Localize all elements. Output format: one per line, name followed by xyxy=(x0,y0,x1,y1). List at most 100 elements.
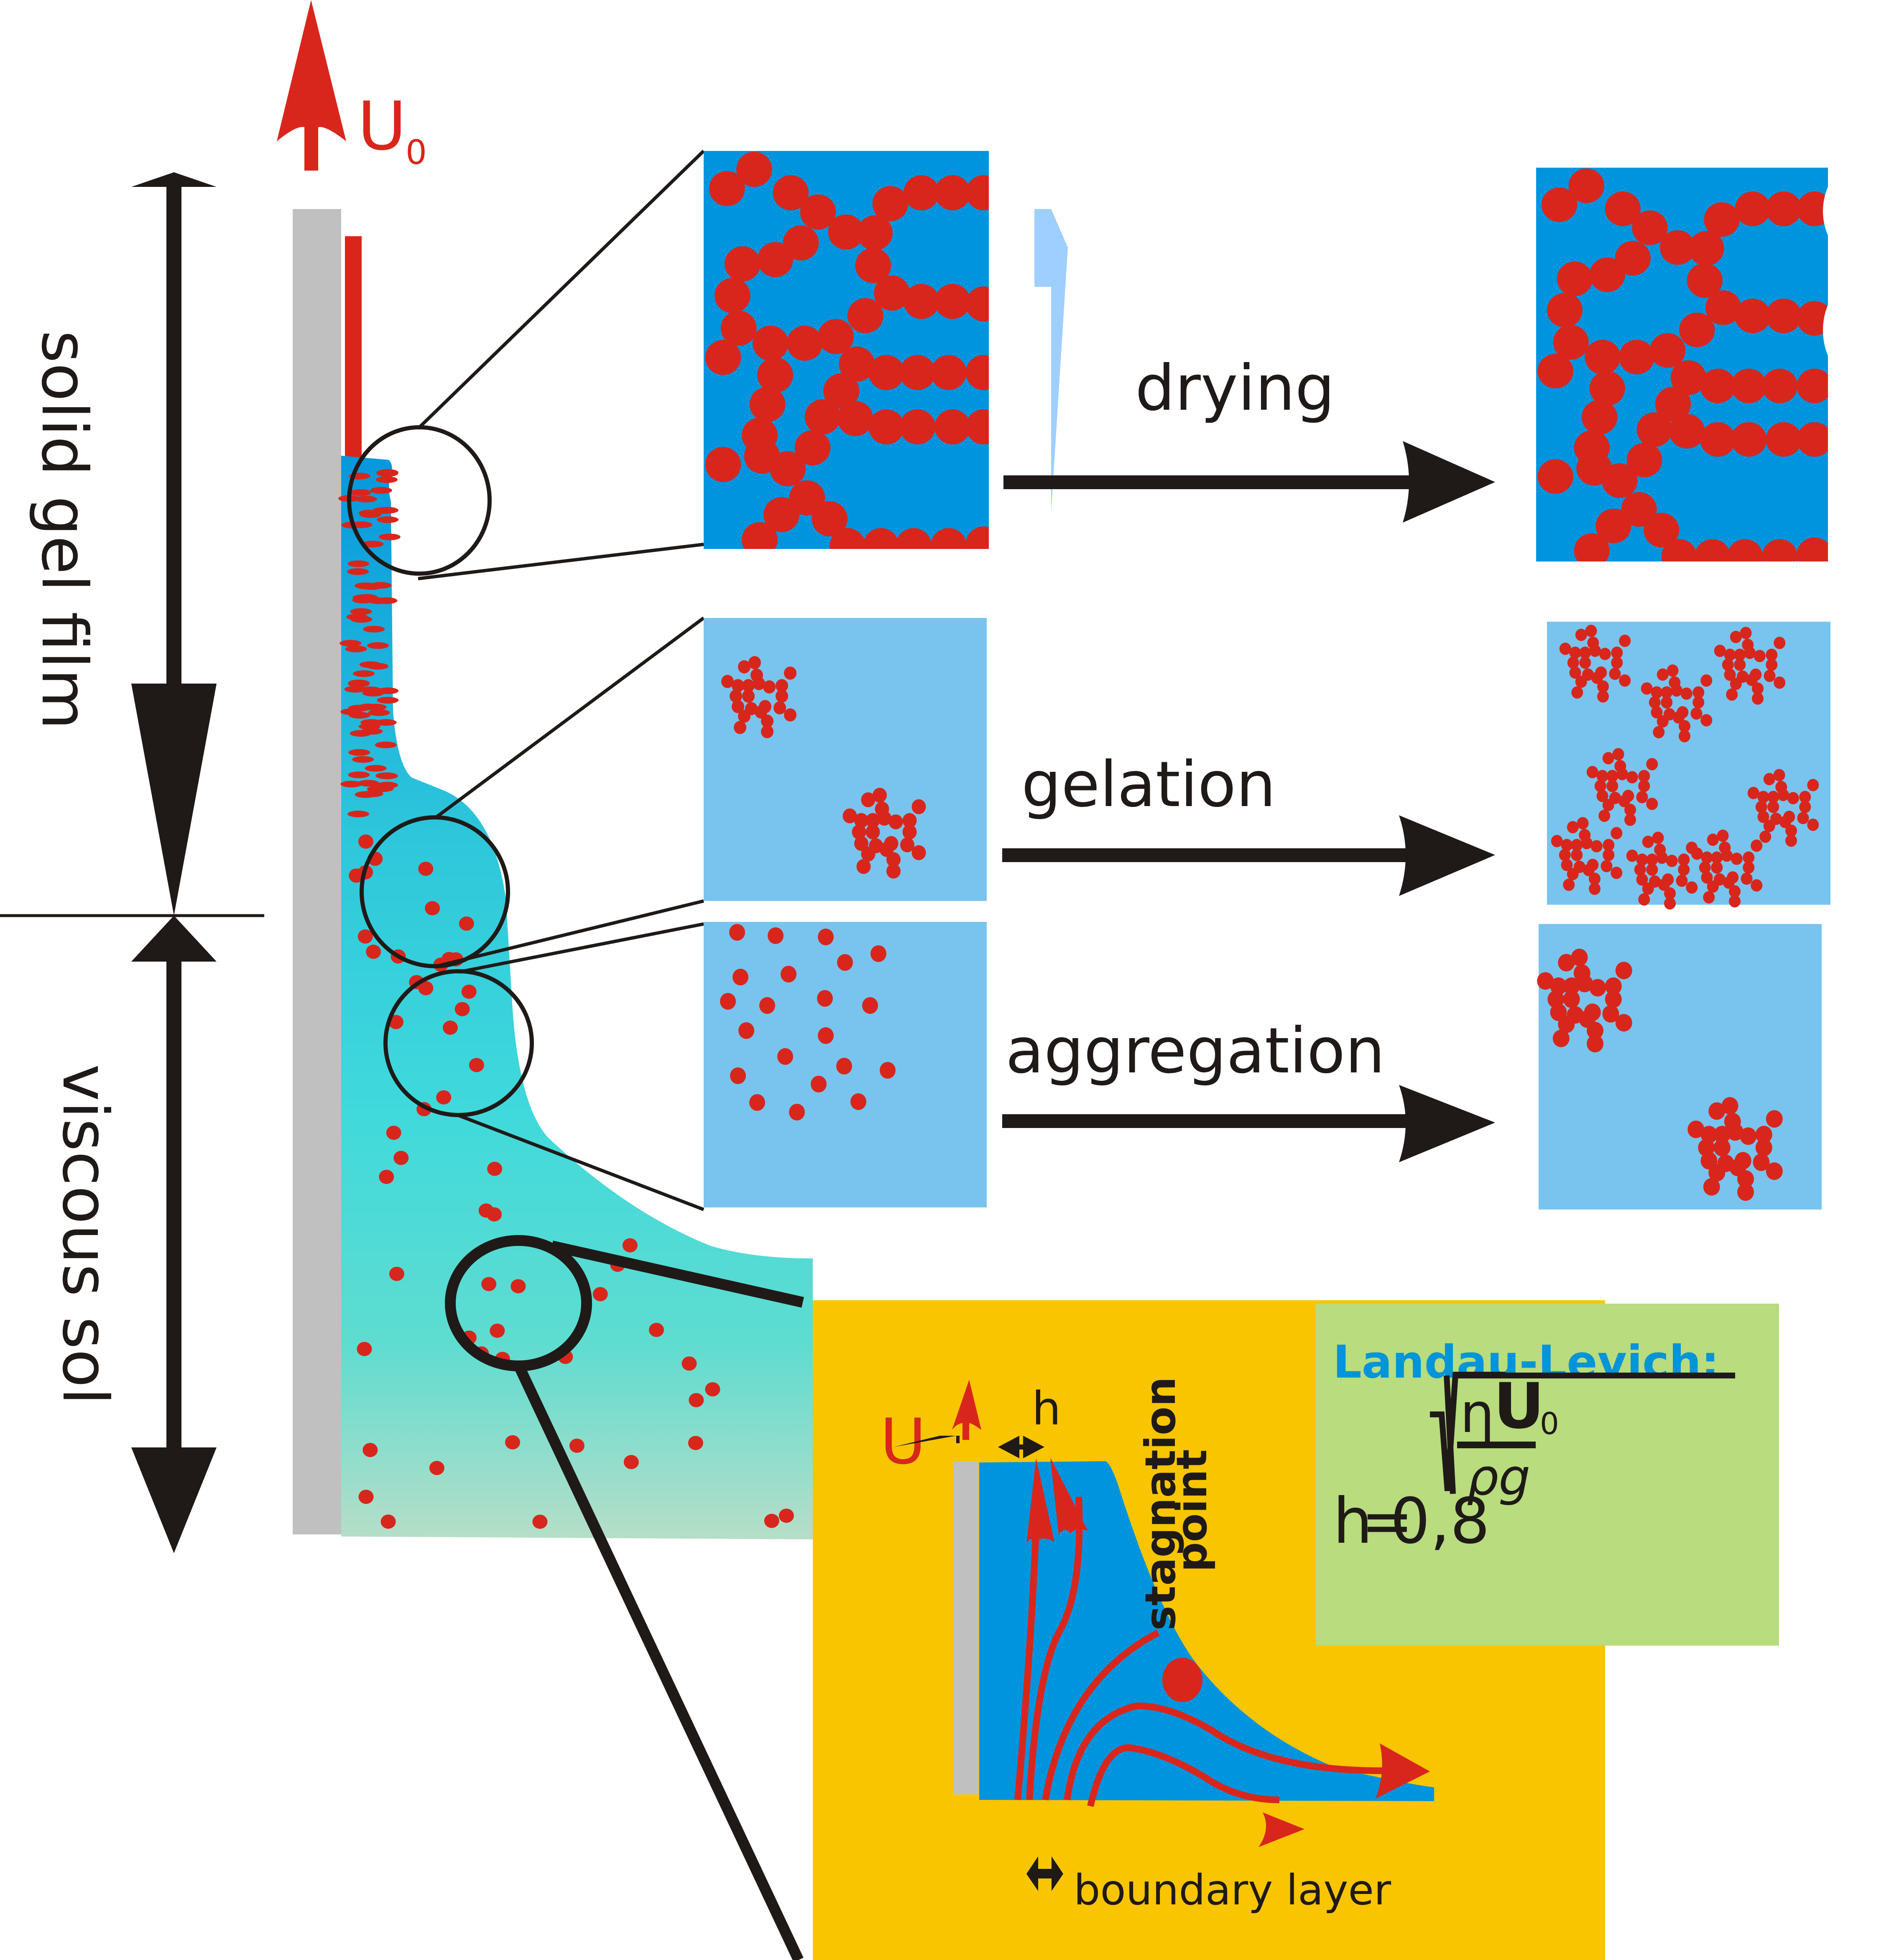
cluster-particle xyxy=(776,689,788,703)
film-particle xyxy=(347,810,370,817)
dried-network-particles xyxy=(1537,168,1828,561)
film-particle xyxy=(350,608,372,615)
dried-gel-particle xyxy=(1537,354,1573,388)
drying-arrow-shaft xyxy=(1003,475,1422,489)
cluster-particle xyxy=(776,679,788,692)
gel-particle xyxy=(965,175,989,210)
gel-cluster-particle xyxy=(1729,885,1741,898)
gel-cluster-particle xyxy=(1609,667,1621,680)
aggregate-particle xyxy=(1558,954,1575,972)
gel-cluster-particle xyxy=(1724,648,1736,661)
gel-cluster-particle xyxy=(1729,895,1741,908)
gel-cluster-particle xyxy=(1571,686,1583,699)
film-particle xyxy=(348,749,370,756)
film-particle xyxy=(481,1277,497,1291)
gelation-label: gelation xyxy=(1021,748,1276,821)
gel-particle xyxy=(749,387,786,422)
film-particle xyxy=(376,470,398,477)
film-particle xyxy=(358,1490,374,1504)
film-particle xyxy=(688,1436,703,1450)
gel-cluster-particle xyxy=(1597,690,1609,703)
dried-gel-particle xyxy=(1669,414,1705,449)
formula-title: Landau-Levich: xyxy=(1333,1336,1719,1388)
cluster-particle xyxy=(784,708,796,722)
gel-particle xyxy=(720,311,757,346)
landau-levich-formula: h = 0,8 η U 0 ρg xyxy=(1333,1370,1735,1558)
film-particle xyxy=(425,901,440,916)
right-arrow-icon xyxy=(1258,1812,1304,1847)
dried-gel-particle xyxy=(1797,368,1828,403)
cluster-particle xyxy=(738,660,750,674)
gel-cluster-particle xyxy=(1638,770,1650,782)
gel-cluster-particle xyxy=(1636,853,1648,866)
dispersed-particle xyxy=(817,990,833,1007)
dispersed-particle xyxy=(818,929,834,945)
gel-cluster-particle xyxy=(1634,863,1646,876)
sol-clusters-panel xyxy=(704,618,987,901)
film-particle xyxy=(366,944,381,959)
up-arrow-icon xyxy=(277,0,346,171)
gel-cluster-particle xyxy=(1602,752,1614,765)
gel-particle xyxy=(705,447,741,482)
sol-clusters-particles xyxy=(721,656,926,879)
aggregate-particle xyxy=(1753,1154,1770,1171)
gel-particle xyxy=(934,175,970,210)
gel-cluster-particle xyxy=(1606,770,1618,782)
region-indicator: solid gel film viscous sol xyxy=(0,172,264,1553)
dried-gel-particle xyxy=(1700,368,1736,403)
gel-cluster-particle xyxy=(1581,837,1593,850)
film-particle xyxy=(362,1443,378,1457)
gel-particle xyxy=(868,409,904,444)
gel-cluster-particle xyxy=(1652,832,1664,844)
dried-gel-particle xyxy=(1636,412,1672,447)
film-particle xyxy=(347,568,369,575)
film-particle xyxy=(346,613,368,620)
gel-cluster-particle xyxy=(1664,897,1676,910)
cluster-particle xyxy=(865,813,880,828)
gel-particle xyxy=(899,409,936,444)
aggregate-particle xyxy=(1602,1005,1619,1023)
cluster-particle xyxy=(742,689,755,703)
gel-cluster-particle xyxy=(1636,873,1648,886)
dispersed-particle xyxy=(720,993,736,1010)
film-particle xyxy=(375,597,398,604)
callout-line xyxy=(513,1363,804,1960)
gel-cluster-particle xyxy=(1569,646,1581,659)
cluster-particle xyxy=(902,813,917,828)
gel-particle xyxy=(830,528,865,549)
aggregated-clusters-particles xyxy=(1537,949,1783,1201)
gel-cluster-particle xyxy=(1641,682,1653,695)
viscous-sol-extent-arrow-icon xyxy=(131,916,217,1553)
gel-cluster-particle xyxy=(1701,851,1713,864)
gel-cluster-particle xyxy=(1611,646,1623,659)
withdrawal-velocity-arrow: U 0 xyxy=(277,0,427,172)
gel-particle xyxy=(965,526,989,549)
gel-cluster-particle xyxy=(1726,688,1738,701)
film-particle xyxy=(344,686,366,693)
film-particle xyxy=(454,1002,470,1016)
gel-cluster-particle xyxy=(1721,849,1733,862)
gel-cluster-particle xyxy=(1752,692,1764,705)
magnifier-callouts xyxy=(347,150,804,1960)
film-particle xyxy=(352,756,374,763)
aggregate-particle xyxy=(1708,1164,1726,1182)
streamline xyxy=(1026,1496,1083,1800)
gel-cluster-particle xyxy=(1638,893,1650,906)
cluster-particle xyxy=(721,675,734,688)
gel-cluster-particle xyxy=(1567,868,1579,880)
gel-cluster-particle xyxy=(1691,847,1703,860)
gel-cluster-particle xyxy=(1577,817,1589,829)
callout-line xyxy=(418,543,704,580)
film-particle xyxy=(355,582,377,590)
gel-cluster-particle xyxy=(1591,671,1603,684)
gel-cluster-particle xyxy=(1664,887,1676,900)
aggregate-particle xyxy=(1563,977,1580,995)
gel-cluster-particle xyxy=(1651,706,1663,719)
aggregate-particle xyxy=(1552,1029,1570,1047)
dispersed-particle xyxy=(777,1048,793,1065)
gel-cluster-particle xyxy=(1744,646,1756,659)
gel-cluster-particle xyxy=(1686,881,1698,894)
dried-gel-particle xyxy=(1670,360,1706,395)
film-particle xyxy=(375,741,397,748)
gel-particle xyxy=(874,276,910,311)
